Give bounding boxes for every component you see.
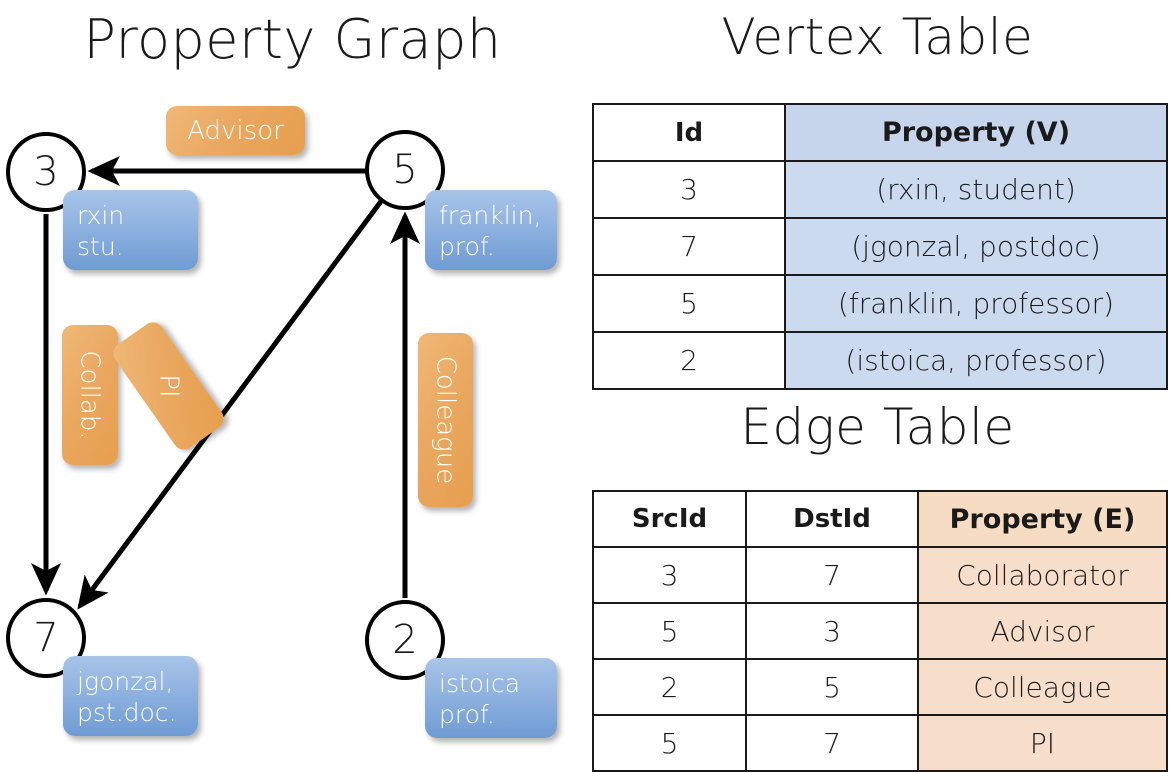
graph-node-2[interactable]: 2 (365, 600, 445, 680)
property-graph-diagram: 3 5 7 2 rxin stu. franklin, prof. jgonza… (0, 0, 585, 760)
vertex-table-header-row: Id Property (V) (592, 103, 1168, 162)
edge-table: SrcId DstId Property (E) 3 7 Collaborato… (592, 490, 1168, 772)
vertex-property-line-2: pst.doc. (77, 698, 177, 728)
edge-cell-dstid: 7 (745, 546, 919, 604)
edge-label-colleague: Colleague (418, 333, 473, 507)
graph-node-5[interactable]: 5 (365, 130, 445, 210)
vertex-property-line-1: franklin, (439, 201, 542, 230)
edge-cell-property: PI (917, 714, 1168, 772)
vertex-cell-id: 5 (592, 274, 786, 333)
table-row[interactable]: 3 (rxin, student) (592, 160, 1168, 219)
table-row[interactable]: 5 3 Advisor (592, 602, 1168, 660)
vertex-property-line-1: jgonzal, (77, 667, 174, 696)
edge-cell-dstid: 3 (745, 602, 919, 660)
graph-edge-arrows (31, 156, 420, 610)
table-row[interactable]: 3 7 Collaborator (592, 546, 1168, 604)
vertex-property-box-jgonzal: jgonzal, pst.doc. (63, 656, 198, 736)
vertex-cell-property: (franklin, professor) (784, 274, 1168, 333)
edge-cell-property: Collaborator (917, 546, 1168, 604)
vertex-property-box-istoica: istoica prof. (425, 658, 557, 738)
edge-cell-srcid: 3 (592, 546, 747, 604)
edge-label-collab-text: Collab. (75, 350, 105, 440)
vertex-property-line-1: rxin (77, 201, 125, 230)
edge-table-header-property: Property (E) (917, 490, 1168, 548)
table-row[interactable]: 5 7 PI (592, 714, 1168, 772)
edge-cell-dstid: 7 (745, 714, 919, 772)
vertex-cell-id: 7 (592, 217, 786, 276)
edge-cell-property: Colleague (917, 658, 1168, 716)
vertex-property-line-2: stu. (77, 232, 124, 262)
table-row[interactable]: 5 (franklin, professor) (592, 274, 1168, 333)
edge-cell-srcid: 5 (592, 602, 747, 660)
page-title-property-graph: Property Graph (83, 8, 502, 71)
vertex-property-line-2: prof. (439, 700, 495, 730)
edge-table-header-srcid: SrcId (592, 490, 747, 548)
vertex-cell-id: 3 (592, 160, 786, 219)
vertex-table: Id Property (V) 3 (rxin, student) 7 (jgo… (592, 103, 1168, 390)
edge-cell-srcid: 5 (592, 714, 747, 772)
vertex-cell-id: 2 (592, 331, 786, 390)
vertex-cell-property: (istoica, professor) (784, 331, 1168, 390)
edge-table-header-row: SrcId DstId Property (E) (592, 490, 1168, 548)
edge-cell-dstid: 5 (745, 658, 919, 716)
edge-cell-srcid: 2 (592, 658, 747, 716)
edge-label-advisor: Advisor (166, 106, 305, 155)
vertex-table-header-id: Id (592, 103, 786, 162)
vertex-cell-property: (jgonzal, postdoc) (784, 217, 1168, 276)
edge-label-pi-text: PI (153, 374, 184, 398)
page-title-edge-table: Edge Table (740, 398, 1015, 456)
table-row[interactable]: 7 (jgonzal, postdoc) (592, 217, 1168, 276)
vertex-table-header-property: Property (V) (784, 103, 1168, 162)
vertex-property-box-franklin: franklin, prof. (425, 190, 557, 270)
edge-label-advisor-text: Advisor (187, 115, 284, 146)
edge-cell-property: Advisor (917, 602, 1168, 660)
page-title-vertex-table: Vertex Table (721, 8, 1034, 66)
table-row[interactable]: 2 5 Colleague (592, 658, 1168, 716)
edge-label-collab: Collab. (62, 325, 118, 465)
table-row[interactable]: 2 (istoica, professor) (592, 331, 1168, 390)
edge-table-header-dstid: DstId (745, 490, 919, 548)
vertex-property-line-2: prof. (439, 232, 495, 262)
edge-arrow-5-to-7 (77, 198, 385, 610)
vertex-cell-property: (rxin, student) (784, 160, 1168, 219)
vertex-property-box-rxin: rxin stu. (63, 190, 198, 270)
vertex-property-line-1: istoica (439, 669, 521, 698)
edge-label-colleague-text: Colleague (430, 355, 461, 485)
